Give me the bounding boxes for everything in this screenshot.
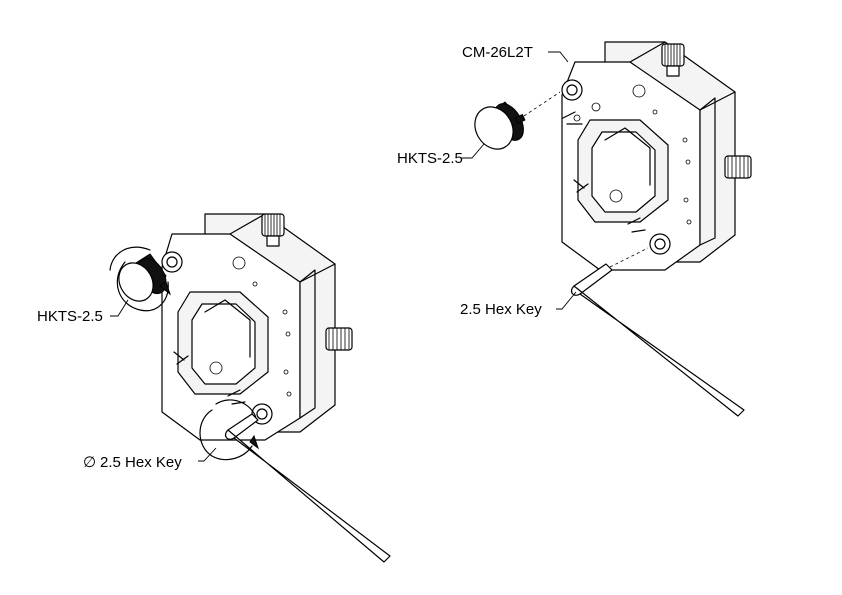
leader-hexkey-right — [556, 291, 577, 310]
label-hexkey-left: 2.5 Hex Key — [100, 454, 182, 471]
label-hexkey-left-symbol: ∅ — [83, 454, 96, 471]
right-hexkey-icon — [570, 263, 745, 417]
left-assembly: HKTS-2.5 ∅ 2.5 Hex Key — [37, 213, 391, 563]
label-mount-part: CM-26L2T — [462, 44, 533, 61]
right-knob-icon — [474, 101, 526, 150]
label-adjuster-left: HKTS-2.5 — [37, 308, 103, 325]
leader-adjuster-right — [462, 143, 485, 159]
right-cage-mount-icon — [561, 41, 752, 271]
rotation-arrow-icon — [199, 409, 253, 461]
left-knob-icon — [109, 246, 172, 312]
leader-hexkey-left — [198, 447, 217, 462]
label-adjuster-right: HKTS-2.5 — [397, 150, 463, 167]
right-assembly: CM-26L2T HKTS-2.5 2.5 Hex Key — [397, 41, 752, 417]
leader-adjuster-left — [110, 299, 129, 317]
leader-mount-part — [548, 51, 569, 63]
label-hexkey-right: 2.5 Hex Key — [460, 301, 542, 318]
left-cage-mount-icon — [161, 213, 353, 441]
left-hexkey-icon — [199, 399, 391, 563]
